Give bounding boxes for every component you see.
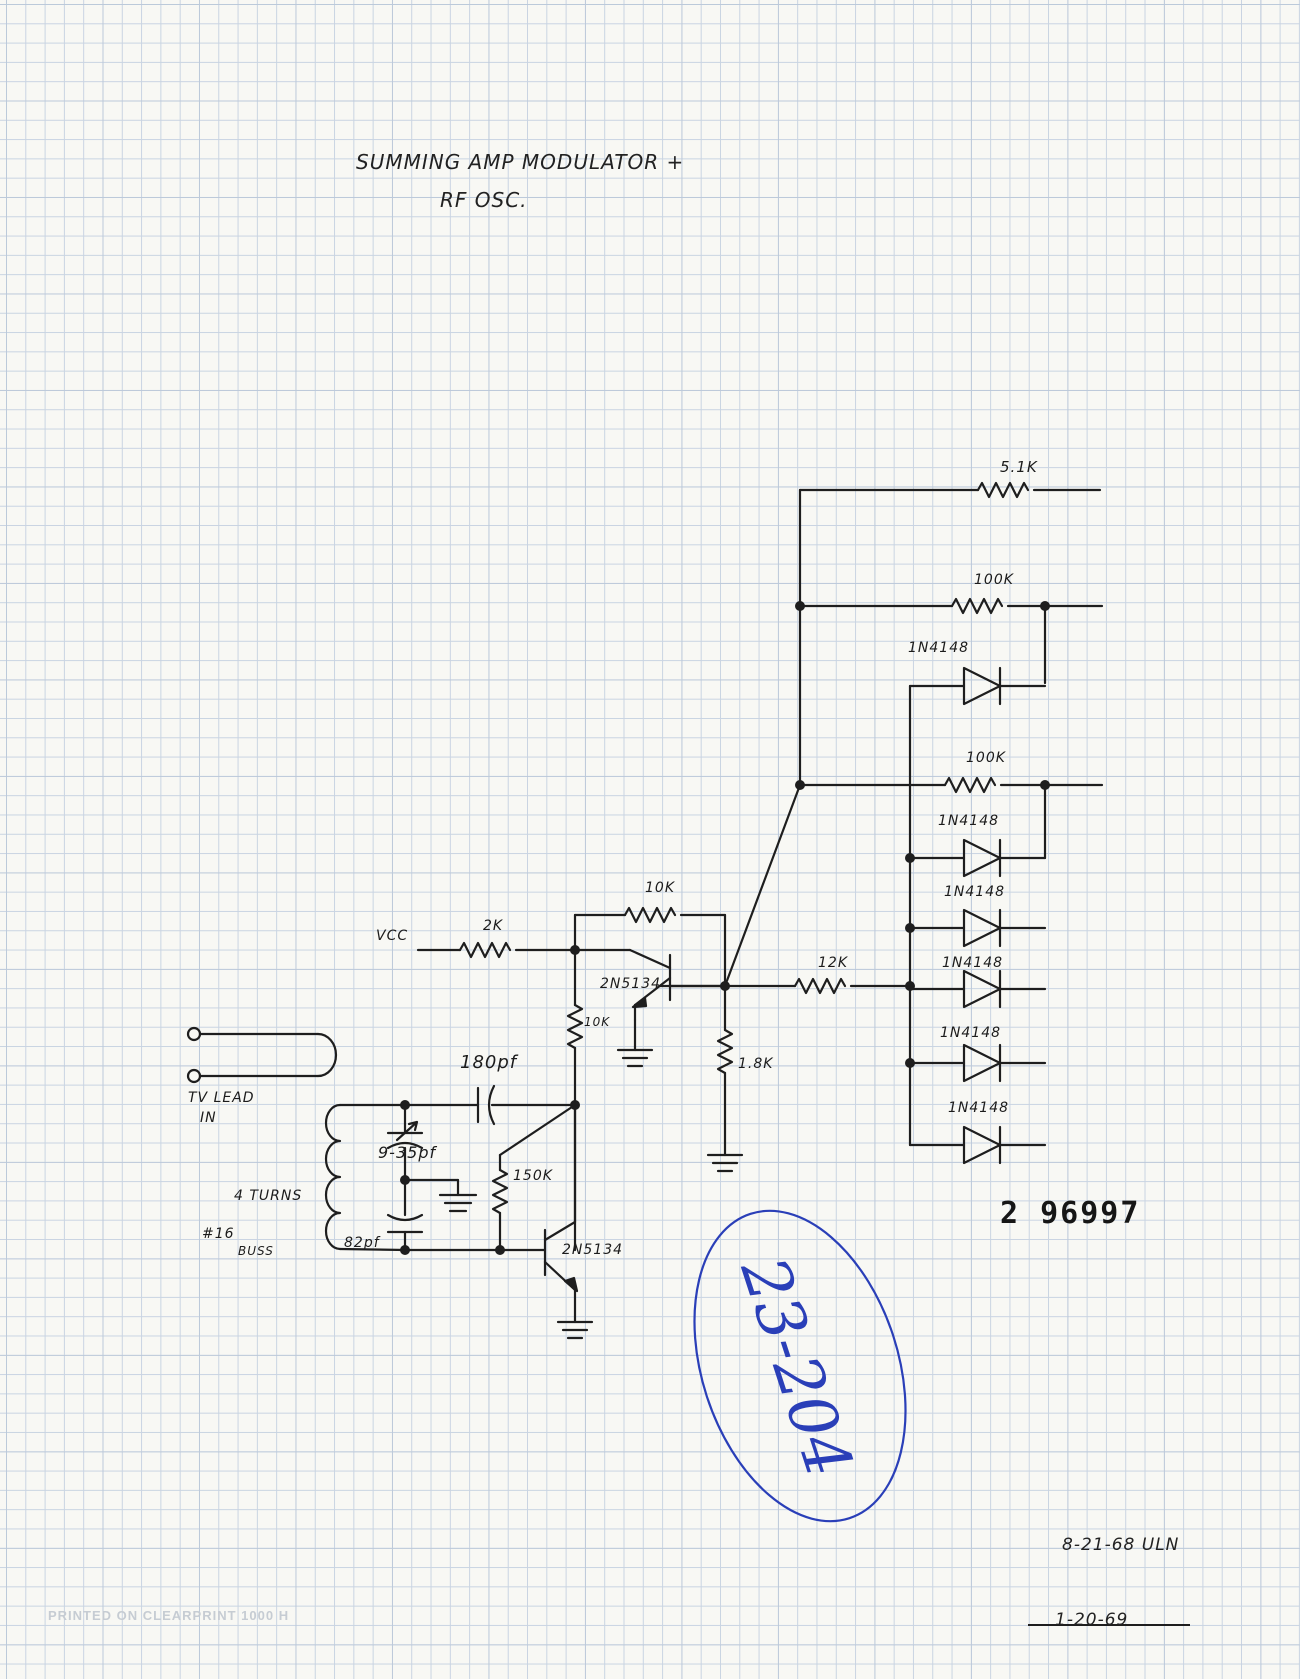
tv-lead-terminal-1 <box>186 1026 202 1042</box>
resistor-10k <box>566 1003 584 1050</box>
resistor-1-8k <box>716 1028 734 1075</box>
title-line-2: RF OSC. <box>440 188 528 212</box>
label-diode-3: 1N4148 <box>944 884 1006 900</box>
label-tv-lead: TV LEAD <box>188 1090 255 1106</box>
label-diode-1: 1N4148 <box>908 640 970 656</box>
label-wire-gauge: #16 <box>202 1226 235 1242</box>
label-r-5-1k: 5.1K <box>1000 458 1038 476</box>
resistor-2k <box>458 941 512 959</box>
label-tv-lead-in: IN <box>200 1110 217 1126</box>
label-vcc: VCC <box>376 928 409 944</box>
label-r-100k-b: 100K <box>966 750 1006 766</box>
title-line-1: SUMMING AMP MODULATOR + <box>356 150 685 174</box>
label-diode-2: 1N4148 <box>938 813 1000 829</box>
date-1: 8-21-68 ULN <box>1062 1535 1180 1555</box>
label-turns: 4 TURNS <box>234 1188 303 1204</box>
paper-watermark: PRINTED ON CLEARPRINT 1000 H <box>48 1608 290 1623</box>
tv-lead-terminal-2 <box>186 1068 202 1084</box>
resistor-10k-feedback <box>623 906 677 924</box>
stamped-number: 2 96997 <box>1000 1196 1141 1231</box>
label-r-12k: 12K <box>818 955 848 971</box>
diode-6 <box>962 1125 1002 1165</box>
label-r-1-8k: 1.8K <box>738 1056 774 1072</box>
resistor-12k <box>793 977 847 995</box>
label-r-2k: 2K <box>483 918 504 934</box>
label-c-82pf: 82pf <box>344 1235 380 1251</box>
blue-ink-ellipse <box>693 1209 907 1523</box>
label-c-180pf: 180pf <box>460 1052 518 1073</box>
date-2: 1-20-69 <box>1055 1610 1129 1630</box>
diode-1 <box>962 666 1002 706</box>
label-diode-6: 1N4148 <box>948 1100 1010 1116</box>
diode-5 <box>962 1043 1002 1083</box>
resistor-100k-a <box>950 597 1004 615</box>
label-c-trimmer: 9-35pf <box>378 1143 437 1162</box>
resistor-100k-b <box>943 776 997 794</box>
label-r-10k-feedback: 10K <box>645 880 675 896</box>
label-wire-buss: BUSS <box>238 1244 274 1258</box>
label-r-100k-a: 100K <box>974 572 1014 588</box>
resistor-150k <box>491 1168 509 1215</box>
label-q-lower: 2N5134 <box>562 1242 624 1258</box>
label-r-150k: 150K <box>513 1168 553 1184</box>
label-q-upper: 2N5134 <box>600 976 662 992</box>
label-diode-5: 1N4148 <box>940 1025 1002 1041</box>
diode-4 <box>962 969 1002 1009</box>
diode-2 <box>962 838 1002 878</box>
label-r-10k: 10K <box>584 1015 611 1029</box>
resistor-5-1k <box>976 481 1030 499</box>
coil-4-turns <box>324 1103 342 1251</box>
diode-3 <box>962 908 1002 948</box>
label-diode-4: 1N4148 <box>942 955 1004 971</box>
